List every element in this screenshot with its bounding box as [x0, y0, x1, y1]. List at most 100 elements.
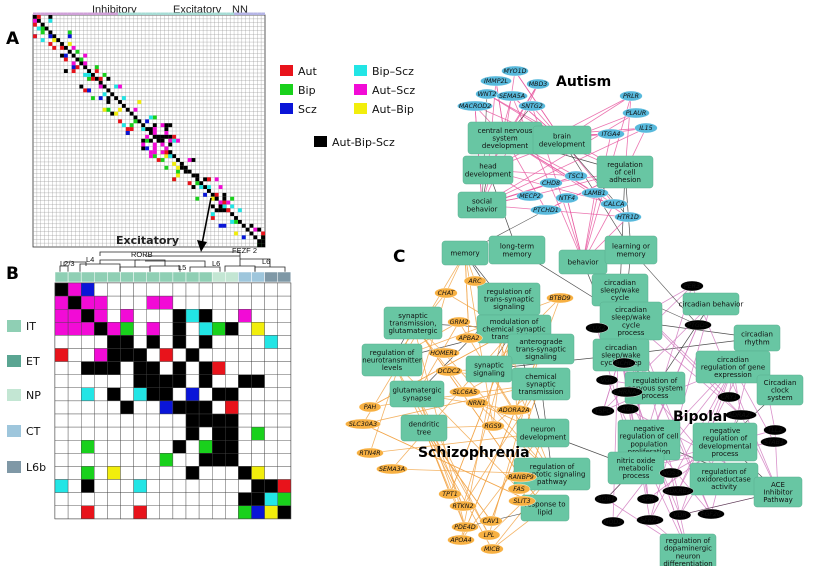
- diag-cell: [98, 80, 103, 85]
- gene-label: TSC1: [568, 173, 584, 180]
- heatmap-a-cell: [176, 138, 180, 143]
- heatmap-a-cell: [106, 107, 111, 112]
- legend-swatch: [354, 65, 367, 76]
- heatmap-b-cell: [120, 505, 134, 520]
- network-edge: [462, 383, 542, 507]
- cluster-cell: [164, 146, 169, 151]
- dendro-label: L6: [212, 259, 220, 268]
- cluster-cell: [152, 134, 157, 139]
- heatmap-b-cell: [264, 453, 278, 467]
- heatmap-a-cell: [230, 204, 235, 209]
- go-term-node: [756, 374, 804, 406]
- heatmap-b-cell: [133, 466, 147, 480]
- heatmap-b-cell: [211, 479, 226, 493]
- gene-node: [501, 65, 529, 77]
- go-term-label: process: [618, 329, 645, 337]
- diag-cell: [199, 181, 204, 186]
- cluster-cell: [156, 138, 161, 143]
- heatmap-a-cell: [261, 231, 265, 236]
- group-bar-cell: [183, 12, 188, 15]
- heatmap-a-cell: [63, 53, 68, 58]
- heatmap-b-cell: [67, 335, 82, 349]
- heatmap-b-cell: [146, 453, 160, 467]
- heatmap-b-cell: [185, 322, 200, 336]
- legend-swatch: [354, 103, 367, 114]
- gene-label: ITGA4: [602, 131, 621, 138]
- group-bar-cell: [145, 12, 149, 15]
- heatmap-a: [32, 12, 266, 248]
- heatmap-b-cell: [159, 413, 174, 428]
- heatmap-b-cell: [225, 295, 239, 310]
- go-term-label: dendritic: [409, 421, 440, 429]
- heatmap-b-cell: [133, 387, 147, 402]
- group-bar-cell: [98, 12, 103, 15]
- gene-label: LPL: [484, 532, 495, 539]
- go-term-label: apoptotic signaling: [519, 471, 586, 479]
- group-bar-cell: [40, 12, 45, 15]
- col-group-cell: [146, 271, 161, 283]
- diag-cell: [241, 223, 246, 228]
- heatmap-b-cell: [159, 400, 174, 415]
- heatmap-b-cell: [185, 440, 200, 454]
- heatmap-b-cell: [211, 466, 226, 480]
- heatmap-b-cell: [80, 282, 95, 297]
- heatmap-b-cell: [146, 505, 160, 520]
- heatmap-b-cell: [251, 322, 265, 336]
- gene-node: [507, 483, 531, 495]
- gene-label: HTR1D: [617, 214, 639, 221]
- gene-node: [594, 493, 618, 505]
- diag-cell: [63, 45, 68, 50]
- heatmap-b-cell: [54, 505, 69, 520]
- heatmap-b-cell: [198, 348, 213, 362]
- go-term-label: cycle: [622, 321, 640, 329]
- go-term-label: trans-synaptic: [484, 296, 534, 304]
- heatmap-b-cell: [159, 453, 174, 467]
- go-term-node: [511, 367, 571, 401]
- gene-node: [611, 386, 643, 398]
- group-bar-cell: [257, 12, 262, 15]
- cluster-cell: [222, 204, 227, 209]
- heatmap-a-cell: [125, 127, 130, 131]
- group-bar-cell: [44, 12, 49, 15]
- heatmap-a-cell: [106, 100, 111, 104]
- heatmap-b-cell: [67, 426, 82, 441]
- heatmap-b: [54, 271, 292, 520]
- heatmap-b-cell: [94, 413, 108, 428]
- heatmap-b-cell: [277, 426, 292, 441]
- heatmap-b-cell: [185, 361, 200, 375]
- go-term-label: ACE: [771, 481, 785, 489]
- heatmap-a-cell: [33, 22, 37, 27]
- heatmap-b-cell: [107, 479, 121, 493]
- go-term-node: [465, 355, 513, 383]
- go-term-node: [532, 125, 592, 155]
- heatmap-b-cell: [172, 361, 187, 375]
- heatmap-b-cell: [80, 426, 95, 441]
- cluster-cell: [222, 192, 227, 197]
- group-bar-cell: [199, 12, 204, 15]
- gene-label: ROR1: [597, 496, 615, 503]
- heatmap-a-cell: [187, 158, 192, 162]
- heatmap-a-cell: [129, 123, 134, 128]
- cluster-cell: [164, 134, 169, 139]
- gene-label: STAB1: [764, 439, 784, 446]
- go-term-node: [507, 333, 575, 365]
- group-bar-cell: [187, 12, 192, 15]
- heatmap-b-cell: [251, 295, 265, 310]
- heatmap-b-cell: [107, 295, 121, 310]
- heatmap-a-cell: [87, 76, 91, 81]
- gene-node: [581, 187, 609, 199]
- gene-label: GRM2: [450, 319, 469, 326]
- heatmap-b-cell: [172, 479, 187, 493]
- dendro-branch: [135, 259, 181, 272]
- diag-cell: [110, 92, 115, 97]
- legend-label: Scz: [298, 103, 317, 116]
- group-bar-cell: [210, 12, 215, 15]
- heatmap-b-cell: [67, 295, 82, 310]
- heatmap-b-cell: [107, 453, 121, 467]
- cluster-cell: [160, 123, 165, 128]
- heatmap-b-cell: [277, 453, 292, 467]
- diag-cell: [253, 235, 258, 240]
- heatmap-a-cell: [164, 131, 169, 135]
- heatmap-b-cell: [133, 348, 147, 362]
